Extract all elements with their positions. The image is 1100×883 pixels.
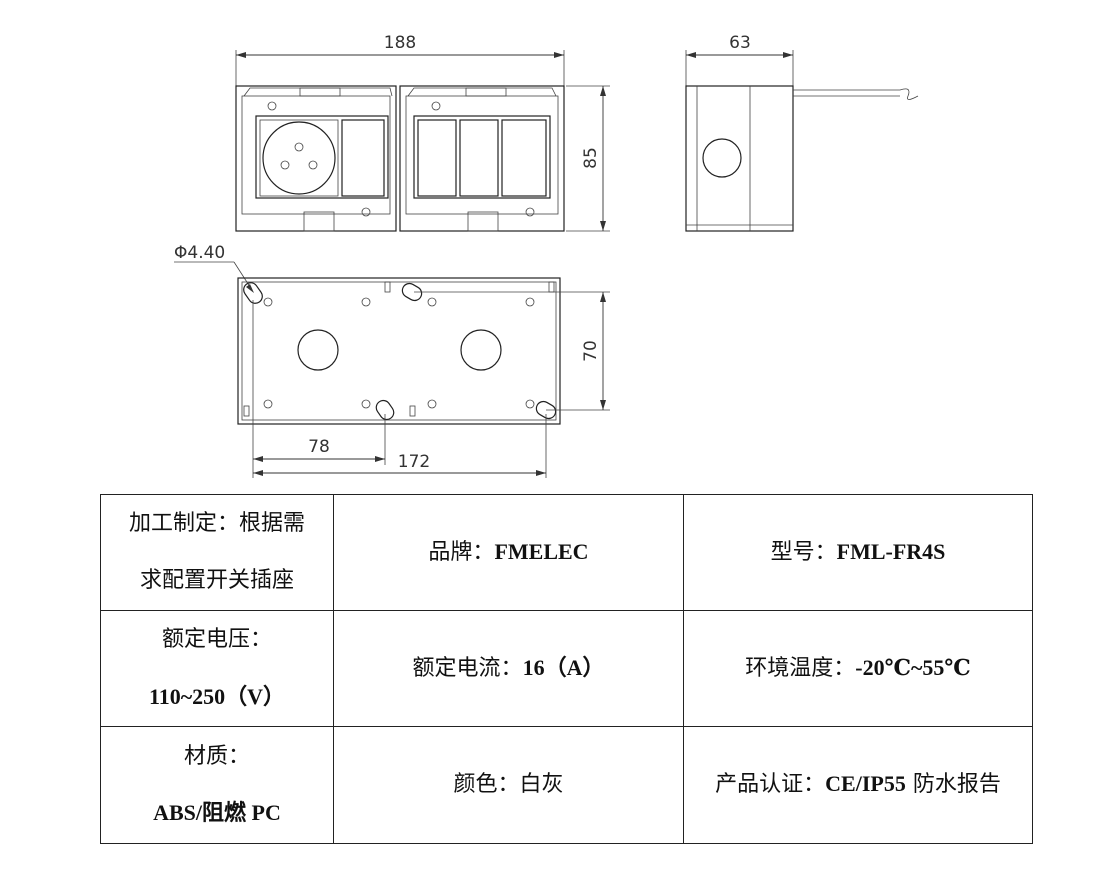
- ambient-temperature-value: -20℃~55℃: [855, 654, 971, 680]
- spec-rated-voltage: 额定电压： 110~250（V）: [100, 610, 334, 727]
- spec-rated-current: 额定电流：16（A）: [333, 610, 684, 727]
- dim-mount-height-70: 70: [581, 340, 601, 362]
- spec-ambient-temperature: 环境温度：-20℃~55℃: [683, 610, 1033, 727]
- customization-line-2: 求配置开关插座: [139, 567, 294, 593]
- dim-mount-width-172: 172: [398, 452, 430, 472]
- rated-current-value: 16（A）: [522, 654, 605, 680]
- dim-hole-offset-78: 78: [308, 437, 330, 457]
- model-label: 型号：: [770, 539, 837, 565]
- color-label: 颜色：: [453, 772, 520, 798]
- spec-table: 加工制定：根据需 求配置开关插座 品牌：FMELEC 型号：FML-FR4S 额…: [100, 494, 1033, 844]
- certification-suffix: 防水报告: [905, 772, 1001, 798]
- table-row: 加工制定：根据需 求配置开关插座 品牌：FMELEC 型号：FML-FR4S: [100, 494, 1033, 611]
- technical-drawing: 188 85: [174, 33, 919, 478]
- color-value: 白灰: [519, 772, 564, 798]
- brand-label: 品牌：: [428, 539, 495, 565]
- material-value: ABS/阻燃 PC: [153, 800, 281, 825]
- dim-hole-diameter: Φ4.40: [174, 243, 225, 263]
- side-view: 63: [685, 33, 919, 232]
- customization-line-1: 加工制定：根据需: [128, 511, 305, 537]
- spec-certification: 产品认证：CE/IP55 防水报告: [683, 726, 1033, 844]
- spec-model: 型号：FML-FR4S: [683, 494, 1033, 611]
- rated-current-label: 额定电流：: [412, 655, 523, 681]
- table-row: 材质： ABS/阻燃 PC 颜色：白灰 产品认证：CE/IP55 防水报告: [100, 726, 1033, 844]
- rated-voltage-value: 110~250（V）: [148, 683, 286, 709]
- material-label: 材质：: [183, 743, 250, 769]
- spec-color: 颜色：白灰: [333, 726, 684, 844]
- table-row: 额定电压： 110~250（V） 额定电流：16（A） 环境温度：-20℃~55…: [100, 610, 1033, 727]
- spec-material: 材质： ABS/阻燃 PC: [100, 726, 334, 844]
- dim-height-85: 85: [581, 147, 601, 169]
- rated-voltage-label: 额定电压：: [161, 627, 272, 653]
- back-view: Φ4.40 70: [174, 243, 610, 478]
- certification-value: CE/IP55: [825, 771, 906, 797]
- spec-brand: 品牌：FMELEC: [333, 494, 684, 611]
- ambient-temperature-label: 环境温度：: [745, 655, 856, 681]
- dim-depth-63: 63: [729, 33, 751, 53]
- brand-value: FMELEC: [494, 538, 589, 564]
- dim-width-188: 188: [384, 33, 416, 53]
- model-value: FML-FR4S: [836, 538, 946, 564]
- certification-label: 产品认证：: [715, 772, 826, 798]
- spec-customization: 加工制定：根据需 求配置开关插座: [100, 494, 334, 611]
- front-view: 188 85: [235, 33, 610, 232]
